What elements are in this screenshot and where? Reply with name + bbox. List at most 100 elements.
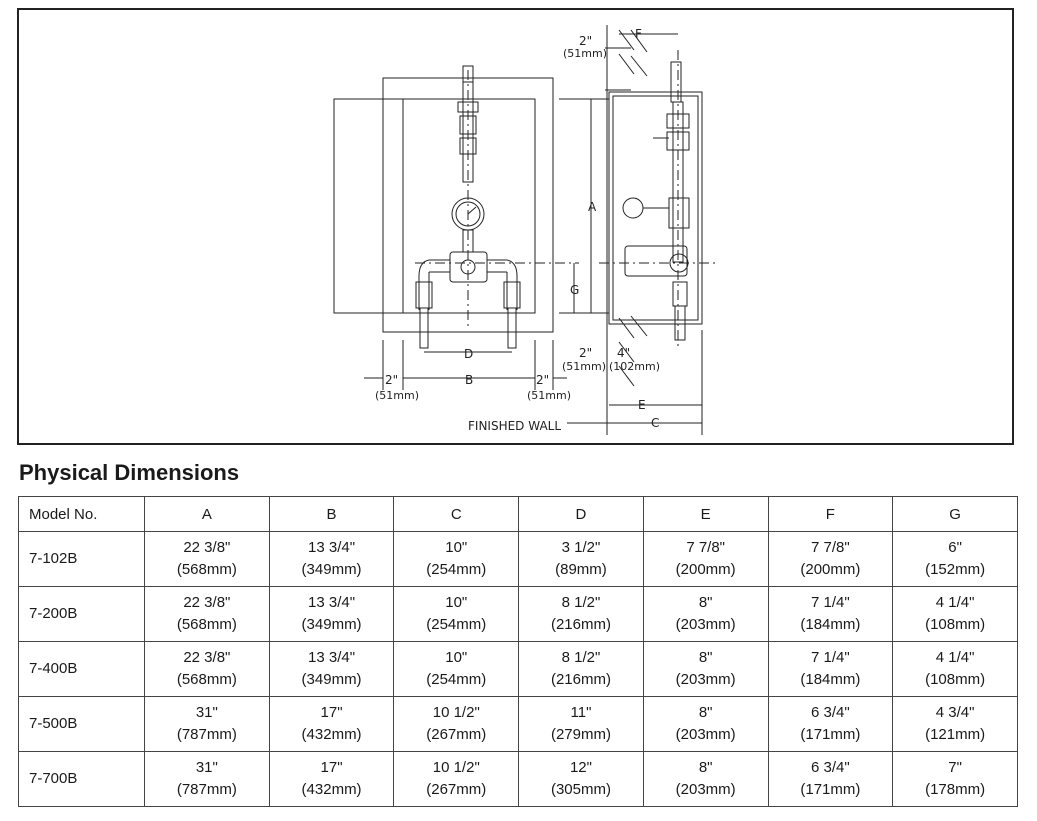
label-e: E	[638, 398, 646, 412]
dim-inches: 8"	[698, 704, 713, 721]
cell-dim-f: 7 1/4"(184mm)	[767, 641, 894, 697]
thermometer-dial	[455, 201, 481, 227]
dim-millimeters: (432mm)	[301, 781, 362, 798]
cell-dim-f: 6 3/4"(171mm)	[767, 751, 894, 807]
drawing-labels: A D B G F E C 2" (51mm) 2" (51mm) 2" (51…	[375, 27, 660, 433]
label-left-51mm: (51mm)	[375, 389, 419, 402]
side-gauge-icon	[622, 197, 644, 219]
label-right-51mm: (51mm)	[527, 389, 571, 402]
dim-inches: 7 7/8"	[686, 539, 725, 556]
dim-inches: 10"	[445, 594, 468, 611]
table-row: 7-700B 31" (787mm) 17"(432mm)10 1/2"(267mm)…	[18, 751, 1018, 807]
label-4in: 4"	[617, 346, 630, 360]
cell-dim-c: 10" (254mm)	[393, 641, 520, 697]
dim-millimeters: (89mm)	[555, 561, 607, 578]
dim-inches: 7 7/8"	[811, 539, 850, 556]
cell-dim-f: 6 3/4"(171mm)	[767, 696, 894, 752]
dim-millimeters: (432mm)	[301, 726, 362, 743]
cell-dim-e: 8"(203mm)	[642, 641, 769, 697]
mixing-valve-bonnet	[460, 259, 476, 275]
label-left-2in: 2"	[385, 373, 398, 387]
dim-millimeters: (349mm)	[301, 671, 362, 688]
label-b: B	[465, 373, 473, 387]
dim-inches: 10 1/2"	[432, 704, 480, 721]
dim-inches: 6"	[948, 539, 962, 556]
cell-model-no: 7-700B	[18, 751, 145, 807]
header-c: C	[393, 496, 520, 532]
dim-millimeters: (349mm)	[301, 616, 362, 633]
dim-millimeters: (787mm)	[176, 726, 237, 743]
label-102mm: (102mm)	[609, 360, 660, 373]
cell-dim-b: 13 3/4"(349mm)	[268, 641, 395, 697]
side-gauge-fitting	[668, 197, 690, 229]
dim-millimeters: (787mm)	[176, 781, 237, 798]
dim-inches: 7"	[948, 759, 962, 776]
dim-millimeters: (568mm)	[176, 561, 237, 578]
side-dimensions	[567, 33, 703, 435]
dim-millimeters: (200mm)	[800, 561, 861, 578]
union-fitting	[457, 101, 479, 113]
cell-dim-e: 7 7/8" (200mm)	[642, 531, 769, 587]
dim-millimeters: (203mm)	[675, 781, 736, 798]
dim-millimeters: (184mm)	[800, 671, 861, 688]
label-f: F	[635, 27, 642, 41]
header-e: E	[642, 496, 769, 532]
dim-millimeters: (152mm)	[925, 561, 986, 578]
right-elbow	[506, 259, 518, 310]
dim-inches: 10"	[445, 649, 468, 666]
dim-millimeters: (184mm)	[800, 616, 861, 633]
cell-dim-b: 17"(432mm)	[268, 751, 395, 807]
cell-dim-d: 8 1/2"(216mm)	[518, 586, 644, 642]
side-inlet-pipe	[674, 305, 686, 341]
cell-dim-d: 11"(279mm)	[518, 696, 644, 752]
dim-millimeters: (267mm)	[426, 781, 487, 798]
dim-millimeters: (171mm)	[800, 726, 861, 743]
cabinet-flange	[333, 98, 536, 314]
side-view	[599, 25, 719, 435]
dim-millimeters: (203mm)	[675, 726, 736, 743]
cell-model-no: 7-500B	[18, 696, 145, 752]
dim-millimeters: (203mm)	[675, 671, 736, 688]
dim-millimeters: (108mm)	[925, 616, 986, 633]
cell-dim-g: 4 3/4"(121mm)	[892, 696, 1018, 752]
header-a: A	[144, 496, 270, 532]
cell-model-no: 7-102B	[18, 531, 145, 587]
dim-inches: 13 3/4"	[308, 594, 356, 611]
cell-dim-g: 4 1/4"(108mm)	[892, 641, 1018, 697]
label-bottom-51mm: (51mm)	[562, 360, 606, 373]
dim-millimeters: (305mm)	[550, 781, 611, 798]
dim-millimeters: (121mm)	[925, 726, 986, 743]
left-elbow	[418, 259, 430, 310]
header-f: F	[767, 496, 894, 532]
dim-inches: 17"	[320, 704, 343, 721]
dim-millimeters: (349mm)	[301, 561, 362, 578]
dim-millimeters: (200mm)	[675, 561, 736, 578]
dim-inches: 31"	[195, 704, 218, 721]
dim-millimeters: (254mm)	[426, 671, 487, 688]
side-riser-pipe	[672, 101, 684, 263]
header-d: D	[518, 496, 644, 532]
dim-inches: 22 3/8"	[183, 539, 231, 556]
dim-millimeters: (178mm)	[925, 781, 986, 798]
drawing-svg: A D B G F E C 2" (51mm) 2" (51mm) 2" (51…	[333, 25, 719, 435]
cell-dim-d: 3 1/2" (89mm)	[518, 531, 644, 587]
cell-dim-b: 13 3/4"(349mm)	[268, 531, 395, 587]
cell-dim-d: 12"(305mm)	[518, 751, 644, 807]
cell-dim-c: 10 1/2"(267mm)	[393, 751, 520, 807]
label-c: C	[651, 416, 659, 430]
cabinet-side-box	[608, 91, 703, 325]
dim-inches: 8"	[698, 594, 713, 611]
cell-dim-a: 31" (787mm)	[144, 696, 270, 752]
cell-dim-g: 6" (152mm)	[892, 531, 1018, 587]
dim-inches: 4 1/4"	[935, 649, 975, 666]
cell-dim-e: 8"(203mm)	[642, 751, 769, 807]
right-inlet-pipe	[507, 307, 517, 349]
label-bottom-2in: 2"	[579, 346, 592, 360]
dim-inches: 31"	[195, 759, 218, 776]
gauge-needle	[467, 206, 477, 215]
dim-millimeters: (171mm)	[800, 781, 861, 798]
dim-millimeters: (203mm)	[675, 616, 736, 633]
cell-dim-c: 10"(254mm)	[393, 531, 520, 587]
dim-inches: 3 1/2"	[561, 539, 601, 556]
